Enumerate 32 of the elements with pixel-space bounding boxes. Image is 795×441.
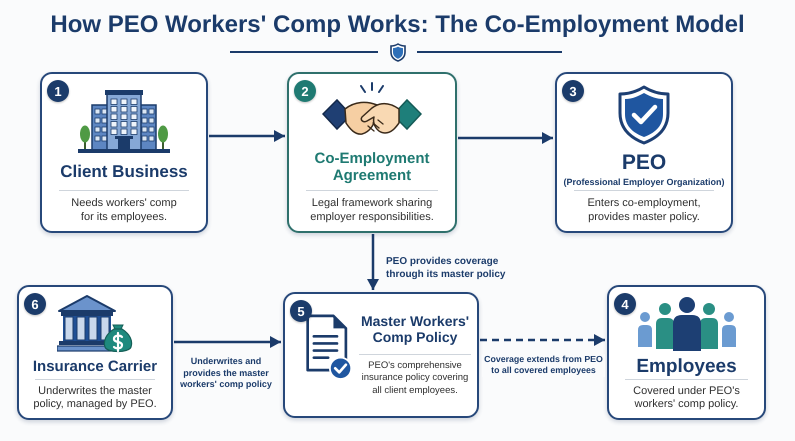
card-description: PEO's comprehensive insurance policy covering all client employees. — [360, 360, 470, 398]
card-description: Covered under PEO's workers' comp policy. — [632, 385, 741, 411]
step-card — [283, 292, 479, 418]
card-title: Co-Employment Agreement — [313, 151, 430, 185]
diagram-title: How PEO Workers' Comp Works: The Co-Employment Model — [50, 10, 745, 40]
step-number-badge: 4 — [614, 293, 636, 315]
card-title: PEO — [622, 151, 666, 175]
card-subtitle: (Professional Employer Organization) — [563, 176, 725, 188]
card-title: Master Workers' Comp Policy — [360, 314, 470, 346]
step-card — [607, 285, 766, 420]
step-number-badge: 6 — [24, 293, 46, 315]
step-card — [287, 72, 457, 233]
arrow — [458, 132, 553, 144]
card-description: Legal framework sharing employer responsibilities. — [309, 196, 435, 224]
card-title: Client Business — [60, 162, 188, 182]
step-card — [40, 72, 208, 233]
card-description: Needs workers' comp for its employees. — [70, 196, 178, 224]
arrow — [174, 336, 281, 348]
arrow — [367, 234, 379, 290]
step-number-badge: 3 — [562, 80, 584, 102]
step-number-badge: 1 — [47, 80, 69, 102]
edge-label: Coverage extends from PEO to all covered employees — [482, 354, 605, 377]
step-card — [555, 72, 733, 233]
card-title: Employees — [636, 356, 737, 378]
card-description: Enters co-employment, provides master policy. — [586, 196, 702, 224]
step-card — [17, 285, 173, 420]
card-title: Insurance Carrier — [32, 359, 158, 376]
dashed-arrow — [480, 334, 605, 346]
arrow — [209, 130, 285, 142]
step-number-badge: 5 — [290, 300, 312, 322]
card-description: Underwrites the master policy, managed by PEO. — [32, 385, 158, 411]
step-number-badge: 2 — [294, 80, 316, 102]
